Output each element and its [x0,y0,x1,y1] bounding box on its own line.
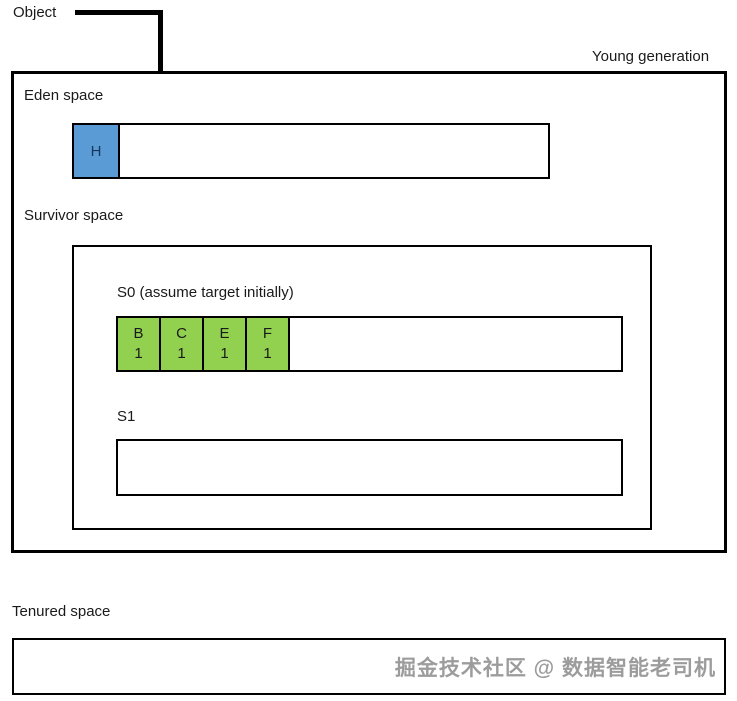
tenured-space-rect [12,638,726,695]
s0-cell-b: B 1 [116,316,161,372]
cell-name: C [176,324,187,342]
s0-cell-e: E 1 [202,316,247,372]
tenured-space-label: Tenured space [12,603,111,620]
s1-rect [116,439,623,496]
survivor-space-label: Survivor space [24,207,124,224]
cell-age: 1 [263,345,272,362]
cell-name: F [262,324,273,342]
eden-space-label: Eden space [24,87,104,104]
s0-label: S0 (assume target initially) [117,284,294,301]
watermark-text: 掘金技术社区 @ 数据智能老司机 [394,656,716,680]
young-generation-label: Young generation [592,48,710,65]
cell-age: 1 [134,345,143,362]
eden-cell-h: H [72,123,120,179]
cell-name: B [133,324,144,342]
s0-cell-f: F 1 [245,316,290,372]
cell-age: 1 [177,345,186,362]
s1-label: S1 [117,408,136,425]
cell-name: E [219,324,230,342]
s0-cell-row: B 1 C 1 E 1 F 1 [116,316,290,372]
s0-cell-c: C 1 [159,316,204,372]
cell-age: 1 [220,345,229,362]
object-label: Object [13,4,57,21]
object-arrow-top-segment [75,10,163,15]
eden-space-rect [72,123,550,179]
